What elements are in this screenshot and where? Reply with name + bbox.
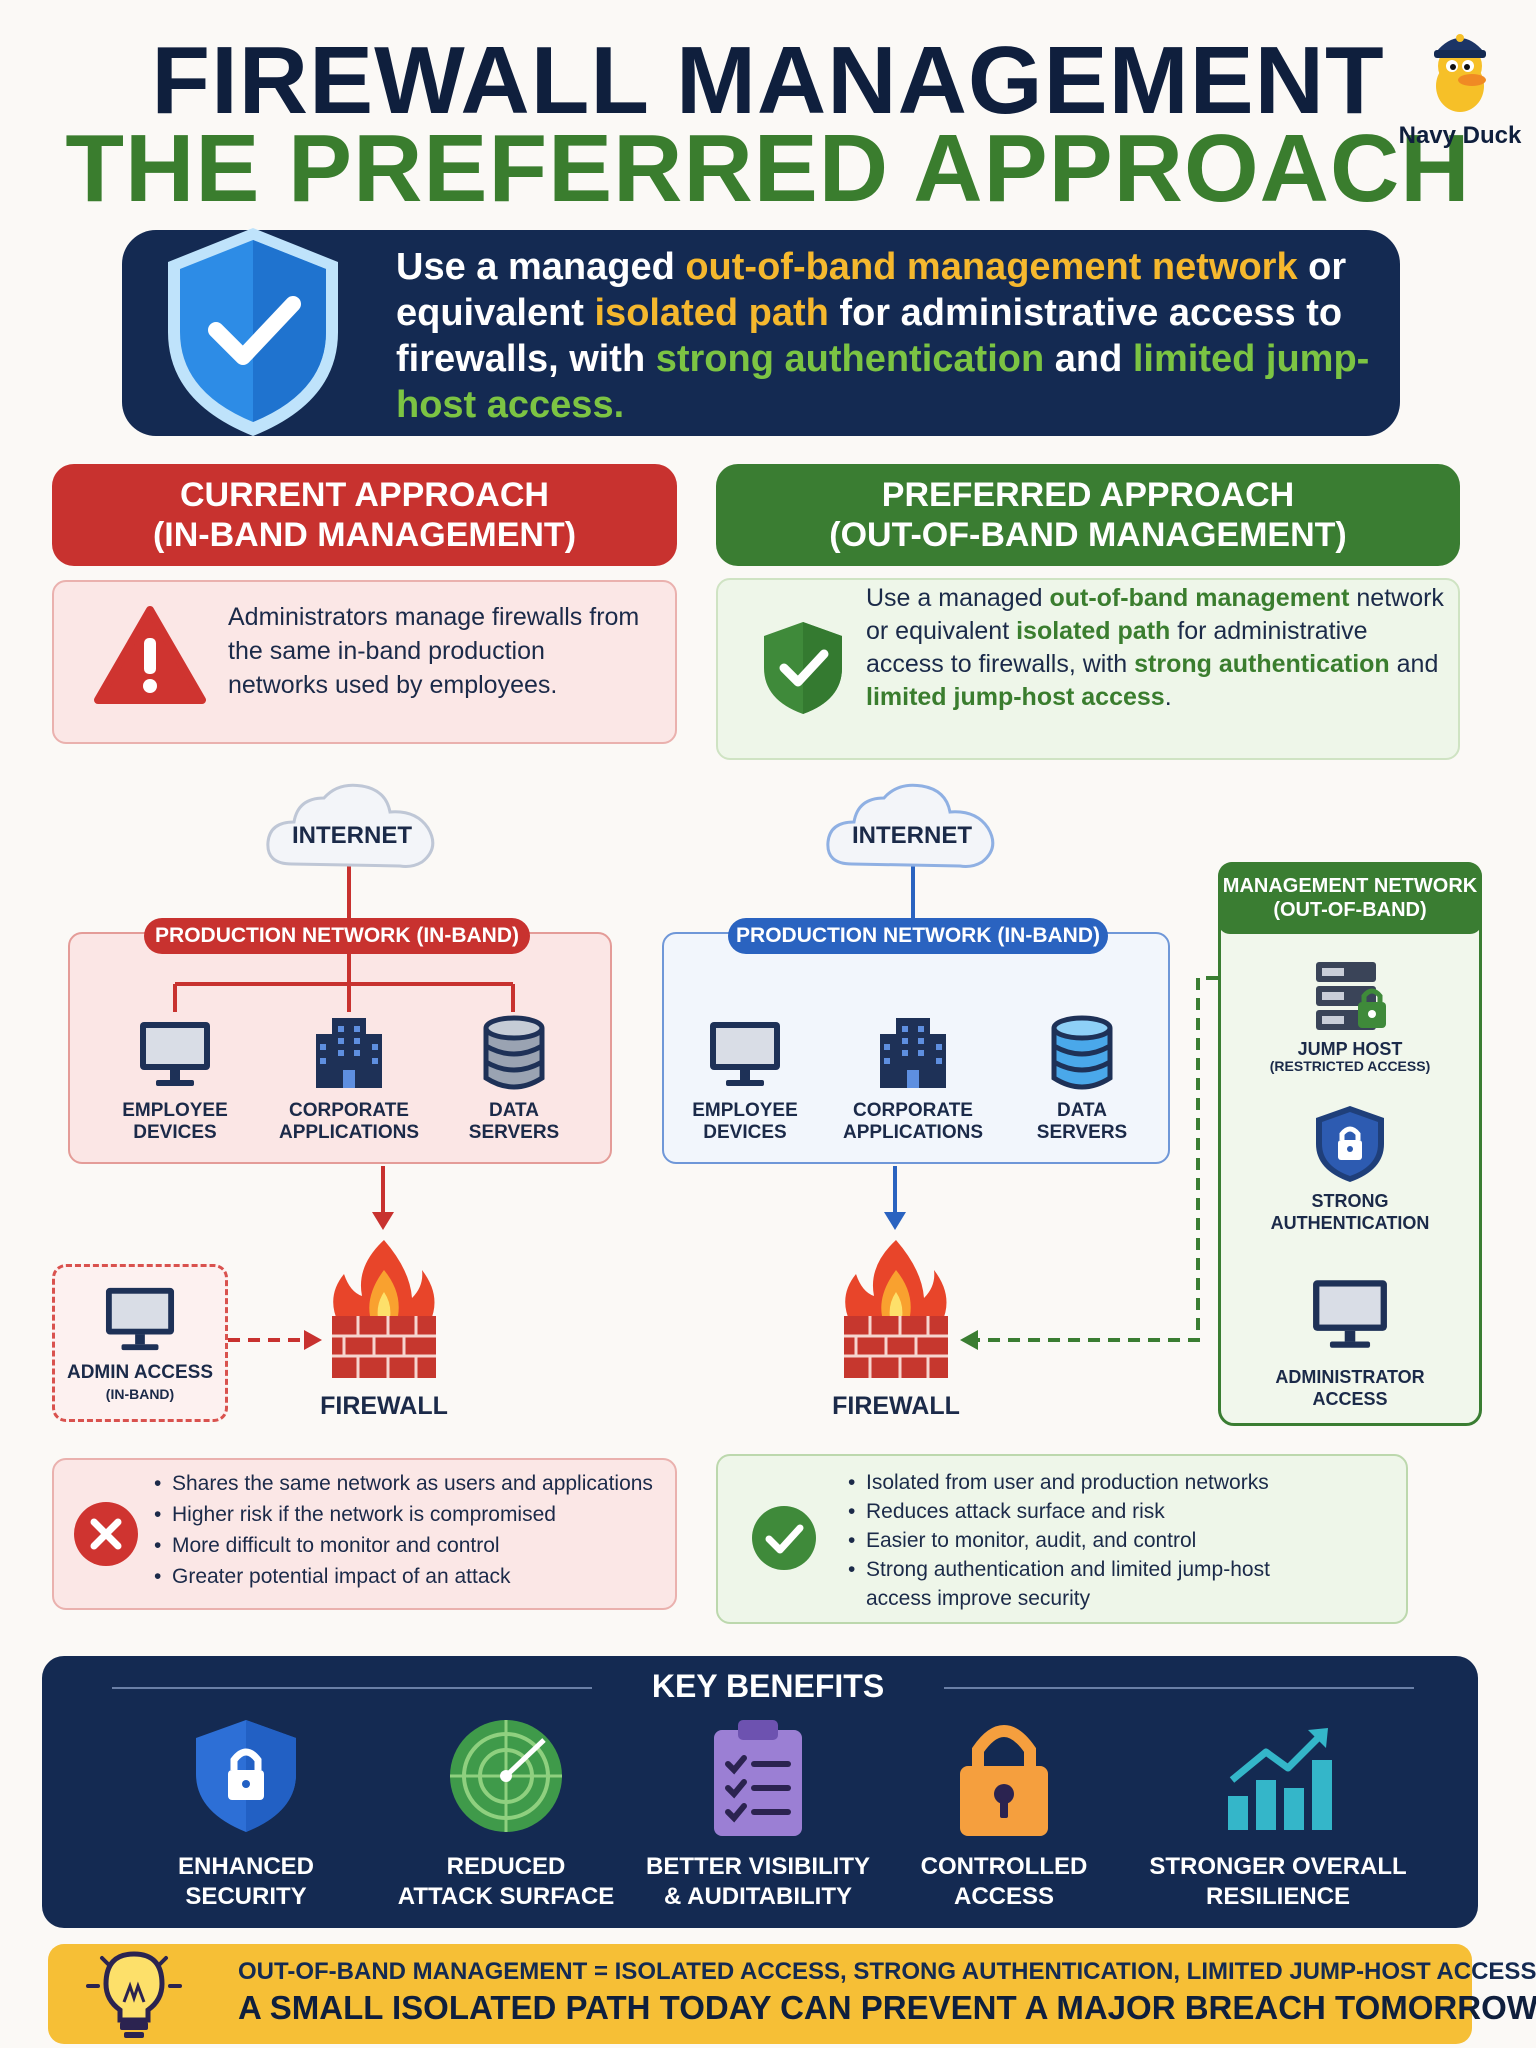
key-benefits-rule-left <box>112 1687 592 1689</box>
cons-item: Higher risk if the network is compromise… <box>154 1499 664 1530</box>
admin-monitor-icon <box>105 1287 175 1351</box>
management-network-header: MANAGEMENT NETWORK (OUT-OF-BAND) <box>1218 862 1482 934</box>
pros-item: Isolated from user and production networ… <box>848 1468 1328 1497</box>
shield-check-icon <box>168 228 338 436</box>
key-benefits-rule-right <box>944 1687 1414 1689</box>
internet-cloud-icon <box>266 783 435 868</box>
corporate-applications-building-icon <box>316 1018 382 1088</box>
pros-item: Strong authentication and limited jump-h… <box>848 1555 1328 1613</box>
cons-item: Greater potential impact of an attack <box>154 1561 664 1592</box>
warning-icon <box>94 606 206 704</box>
radar-target-icon <box>450 1720 562 1832</box>
title-line-2: THE PREFERRED APPROACH <box>65 115 1471 222</box>
data-servers-database-icon <box>483 1015 545 1090</box>
cons-item: Shares the same network as users and app… <box>154 1468 664 1499</box>
current-cons-list: Shares the same network as users and app… <box>154 1468 664 1592</box>
right-firewall-label: FIREWALL <box>832 1392 960 1420</box>
lightbulb-icon <box>86 1951 182 2038</box>
pros-item: Reduces attack surface and risk <box>848 1497 1328 1526</box>
pros-item: Easier to monitor, audit, and control <box>848 1526 1328 1555</box>
preferred-description: Use a managed out-of-band management net… <box>866 584 1444 711</box>
admin-access-label: ADMIN ACCESS <box>66 1362 214 1383</box>
jump-host-server-icon <box>1316 962 1386 1030</box>
left-production-network-label: PRODUCTION NETWORK (IN-BAND) <box>144 918 530 954</box>
growth-chart-icon <box>1228 1728 1332 1830</box>
right-production-network-label: PRODUCTION NETWORK (IN-BAND) <box>728 918 1108 954</box>
benefit-better-visibility: BETTER VISIBILITY& AUDITABILITY <box>645 1853 870 1910</box>
right-data-servers-database-icon <box>1051 1015 1113 1090</box>
shield-lock-icon <box>196 1720 296 1832</box>
current-description: Administrators manage firewalls from the… <box>228 603 640 699</box>
footer-line-1: OUT-OF-BAND MANAGEMENT = ISOLATED ACCESS… <box>238 1958 1536 1985</box>
title-line-1: FIREWALL MANAGEMENT <box>151 27 1385 134</box>
strong-authentication-shield-lock-icon <box>1316 1106 1384 1182</box>
navy-duck-logo-icon <box>1434 34 1486 112</box>
right-internet-label: INTERNET <box>852 822 972 849</box>
administrator-access-monitor-icon <box>1313 1280 1387 1348</box>
employee-devices-monitor-icon <box>140 1022 210 1086</box>
cons-item: More difficult to monitor and control <box>154 1530 664 1561</box>
x-circle-icon <box>74 1502 138 1566</box>
left-internet-label: INTERNET <box>292 822 412 849</box>
admin-access-sublabel: (IN-BAND) <box>105 1386 175 1402</box>
brand-name: Navy Duck <box>1398 122 1522 149</box>
left-firewall-icon <box>332 1240 436 1378</box>
jump-host-sublabel: (RESTRICTED ACCESS) <box>1269 1058 1431 1074</box>
footer-banner <box>48 1944 1472 2044</box>
preferred-pros-list: Isolated from user and production networ… <box>848 1468 1328 1613</box>
key-benefits-title: KEY BENEFITS <box>651 1668 885 1704</box>
check-circle-icon <box>752 1506 816 1570</box>
jump-host-label: JUMP HOST <box>1297 1039 1403 1059</box>
banner-text: Use a managed out-of-band management net… <box>396 246 1370 426</box>
checklist-clipboard-icon <box>714 1720 802 1836</box>
shield-check-green-icon <box>764 622 842 714</box>
right-firewall-icon <box>844 1240 948 1378</box>
footer-line-2: A SMALL ISOLATED PATH TODAY CAN PREVENT … <box>238 1989 1536 2026</box>
left-firewall-label: FIREWALL <box>320 1392 448 1420</box>
right-employee-devices-monitor-icon <box>710 1022 780 1086</box>
preferred-approach-header: PREFERRED APPROACH (OUT-OF-BAND MANAGEME… <box>716 464 1460 566</box>
right-internet-cloud-icon <box>826 783 995 868</box>
right-corporate-applications-building-icon <box>880 1018 946 1088</box>
current-approach-header: CURRENT APPROACH (IN-BAND MANAGEMENT) <box>52 464 677 566</box>
padlock-icon <box>960 1725 1048 1836</box>
